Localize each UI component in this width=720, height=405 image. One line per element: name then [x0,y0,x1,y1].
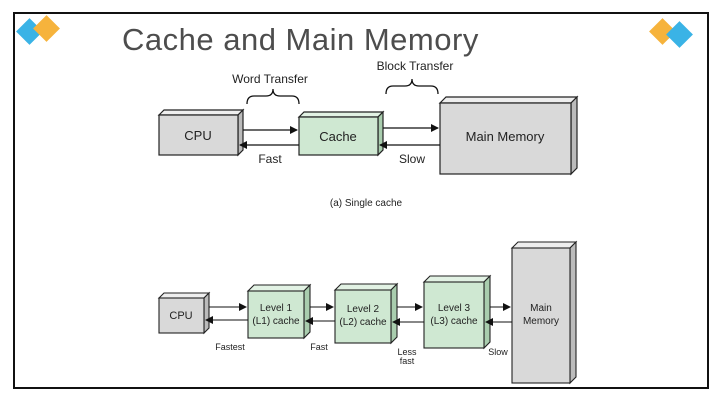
level3-cache-box: Level 3 (L3) cache [422,274,492,350]
slow-label: Slow [399,152,425,166]
less-fast-line1: Less [397,347,417,357]
cpu-box: CPU [157,108,245,157]
cpu-label: CPU [184,128,211,143]
level3-label-line2: (L3) cache [430,316,478,327]
cache-box: Cache [297,110,385,157]
logo-right-icon [649,18,693,48]
main-memory-label: Main Memory [466,129,545,144]
multi-main-memory-line1: Main [530,303,552,314]
level2-label-line2: (L2) cache [339,317,387,328]
page-title: Cache and Main Memory [122,22,479,57]
level1-cache-box: Level 1 (L1) cache [246,283,312,340]
level1-label-line1: Level 1 [260,303,293,314]
logo-left-icon [16,15,60,45]
fast-label: Fast [258,152,282,166]
block-transfer-brace [385,78,439,95]
level3-label-line1: Level 3 [438,303,471,314]
single-cache-caption: (a) Single cache [330,198,403,209]
multi-slow-label: Slow [488,347,508,357]
word-transfer-label: Word Transfer [232,72,308,86]
multi-cpu-box: CPU [157,291,211,335]
word-transfer-brace [246,88,300,105]
multi-main-memory-line2: Memory [523,316,559,327]
less-fast-line2: fast [400,356,415,366]
level2-label-line1: Level 2 [347,304,380,315]
multi-main-memory-box: Main Memory [510,240,578,385]
multi-cpu-label: CPU [169,310,192,322]
level2-cache-box: Level 2 (L2) cache [333,282,399,345]
block-transfer-label: Block Transfer [377,59,454,73]
fastest-label: Fastest [215,342,245,352]
level1-label-line2: (L1) cache [252,316,300,327]
multi-fast-label: Fast [310,342,328,352]
cache-label: Cache [319,129,357,144]
main-memory-box: Main Memory [438,95,579,176]
